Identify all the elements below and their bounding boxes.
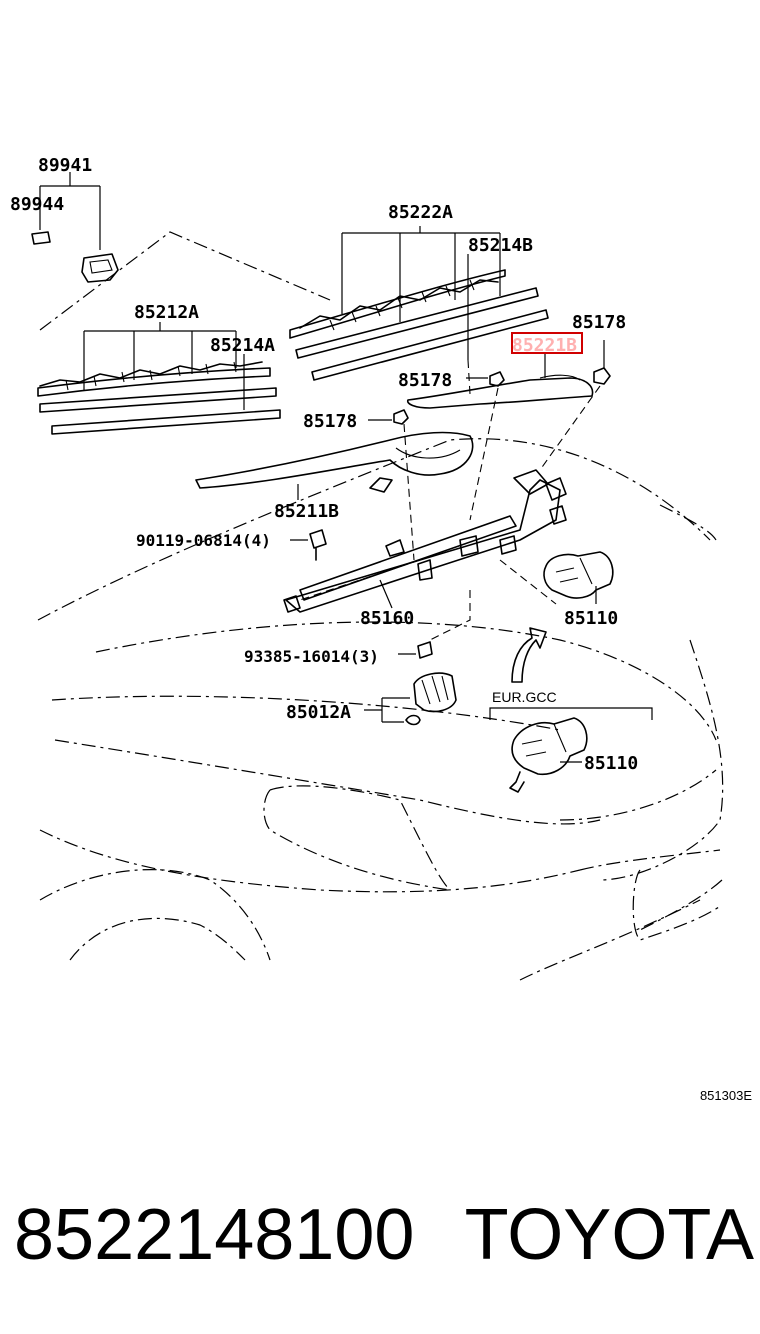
label-85110-bottom: 85110	[584, 753, 638, 774]
label-85110-top: 85110	[564, 608, 618, 629]
cap-89941[interactable]	[81, 253, 119, 283]
label-85211B: 85211B	[274, 501, 339, 522]
wiper-blade-85222A[interactable]	[289, 269, 506, 339]
direction-arrow	[511, 627, 547, 683]
brand-name: TOYOTA	[464, 1195, 754, 1275]
wiper-motor-85110-upper[interactable]	[543, 551, 614, 599]
label-85160: 85160	[360, 608, 414, 629]
bolt-90119[interactable]	[309, 529, 327, 561]
footer: 8522148100 TOYOTA	[14, 1190, 754, 1280]
label-89941: 89941	[38, 155, 92, 176]
label-eur-gcc: EUR.GCC	[492, 689, 557, 705]
label-93385: 93385-16014(3)	[244, 647, 379, 666]
wiper-link-85160[interactable]	[283, 469, 567, 613]
label-85178-top: 85178	[572, 312, 626, 333]
label-89944: 89944	[10, 194, 64, 215]
screw-93385[interactable]	[417, 641, 433, 659]
label-85214A: 85214A	[210, 335, 275, 356]
label-85178-left: 85178	[303, 411, 357, 432]
highlight-box	[511, 332, 583, 354]
vehicle-body-outline	[37, 231, 724, 981]
figure-code: 851303E	[700, 1088, 752, 1103]
nut-85178-b[interactable]	[489, 371, 505, 387]
nut-85178-a[interactable]	[593, 367, 611, 385]
label-85212A: 85212A	[134, 302, 199, 323]
wiper-arm-85221B[interactable]	[406, 374, 594, 409]
blade-rubber-85214A[interactable]	[39, 387, 281, 435]
connector-85012A[interactable]	[405, 672, 457, 726]
wiper-arm-85211B[interactable]	[195, 431, 474, 493]
label-85012A: 85012A	[286, 702, 351, 723]
wiper-motor-85110-lower[interactable]	[509, 717, 588, 793]
label-90119: 90119-06814(4)	[136, 531, 271, 550]
part-number: 8522148100	[14, 1195, 415, 1275]
blade-rubber-85214B[interactable]	[295, 287, 549, 381]
label-85178-mid: 85178	[398, 370, 452, 391]
wiper-blade-85212A[interactable]	[37, 361, 271, 397]
label-85222A: 85222A	[388, 202, 453, 223]
nut-85178-c[interactable]	[393, 409, 409, 425]
clip-89944[interactable]	[31, 231, 51, 245]
label-85214B: 85214B	[468, 235, 533, 256]
label-85221B[interactable]: 85221B	[512, 335, 577, 356]
assembly-phantom-lines	[299, 359, 601, 641]
